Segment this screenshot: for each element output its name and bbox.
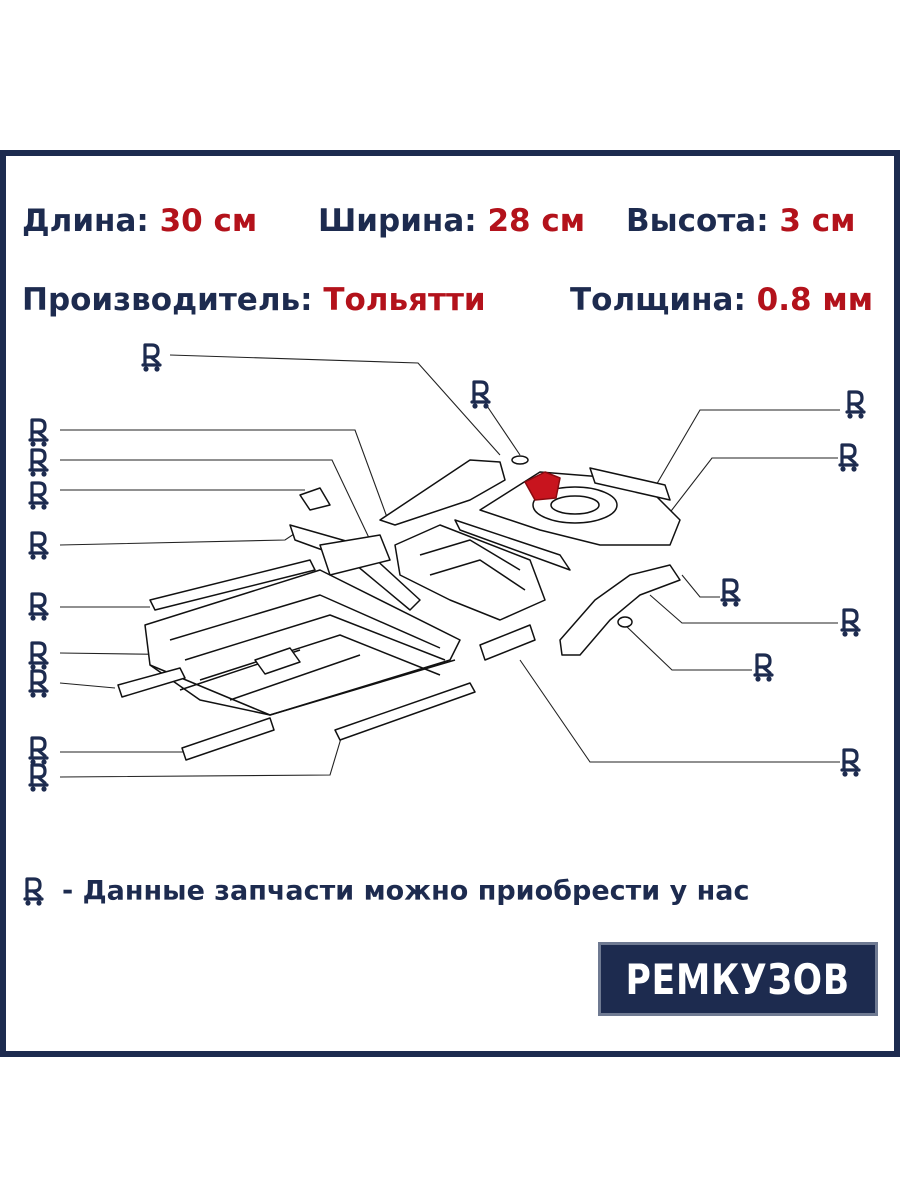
panel-parts: [117, 455, 681, 761]
spec-length-label: Длина:: [22, 203, 149, 239]
brand-logo-text: РЕМКУЗОВ: [625, 954, 851, 1004]
frame-border: [0, 150, 900, 1057]
spec-maker-label: Производитель:: [22, 282, 313, 318]
spec-width-value: 28 см: [487, 203, 586, 239]
spec-length: Длина: 30 см: [22, 203, 257, 239]
brand-logo: РЕМКУЗОВ: [598, 942, 878, 1016]
leader-lines: [59, 354, 840, 778]
spec-height-label: Высота:: [626, 203, 769, 239]
footnote: - Данные запчасти можно приобрести у нас: [20, 875, 750, 909]
spec-width: Ширина: 28 см: [318, 203, 585, 239]
spec-maker-value: Тольятти: [323, 282, 486, 318]
spec-width-label: Ширина:: [318, 203, 477, 239]
spec-length-value: 30 см: [159, 203, 258, 239]
r-cart-icon: [23, 877, 44, 906]
spec-thickness: Толщина: 0.8 мм: [570, 282, 873, 318]
spec-thickness-value: 0.8 мм: [756, 282, 874, 318]
spec-maker: Производитель: Тольятти: [22, 282, 486, 318]
footnote-text: - Данные запчасти можно приобрести у нас: [62, 875, 750, 907]
spec-height: Высота: 3 см: [626, 203, 856, 239]
spec-thickness-label: Толщина:: [570, 282, 746, 318]
spec-height-value: 3 см: [779, 203, 856, 239]
